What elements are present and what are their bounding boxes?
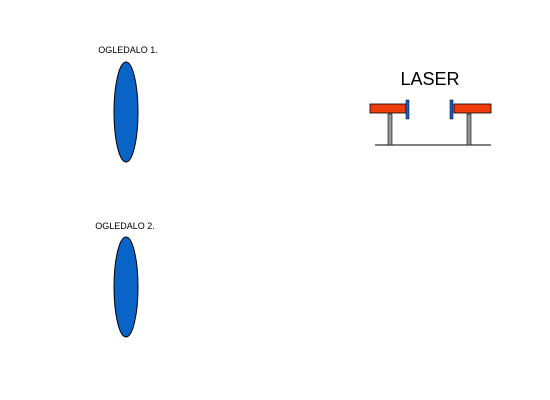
mirror-1-group: OGLEDALO 1.: [98, 45, 158, 163]
mirror-2-group: OGLEDALO 2.: [95, 221, 155, 338]
laser-left-plate: [405, 99, 410, 120]
mirror-1-label: OGLEDALO 1.: [98, 45, 158, 55]
laser-group: LASER: [369, 69, 492, 146]
mirror-2-label: OGLEDALO 2.: [95, 221, 155, 231]
laser-right-body: [453, 103, 492, 114]
mirror-2-ellipse: [113, 236, 139, 338]
laser-label: LASER: [400, 69, 459, 89]
laser-right-stand: [466, 113, 472, 146]
mirror-1-ellipse: [113, 61, 139, 163]
laser-right-plate: [449, 99, 454, 120]
laser-left-body: [369, 103, 407, 114]
laser-left-stand: [387, 113, 393, 146]
